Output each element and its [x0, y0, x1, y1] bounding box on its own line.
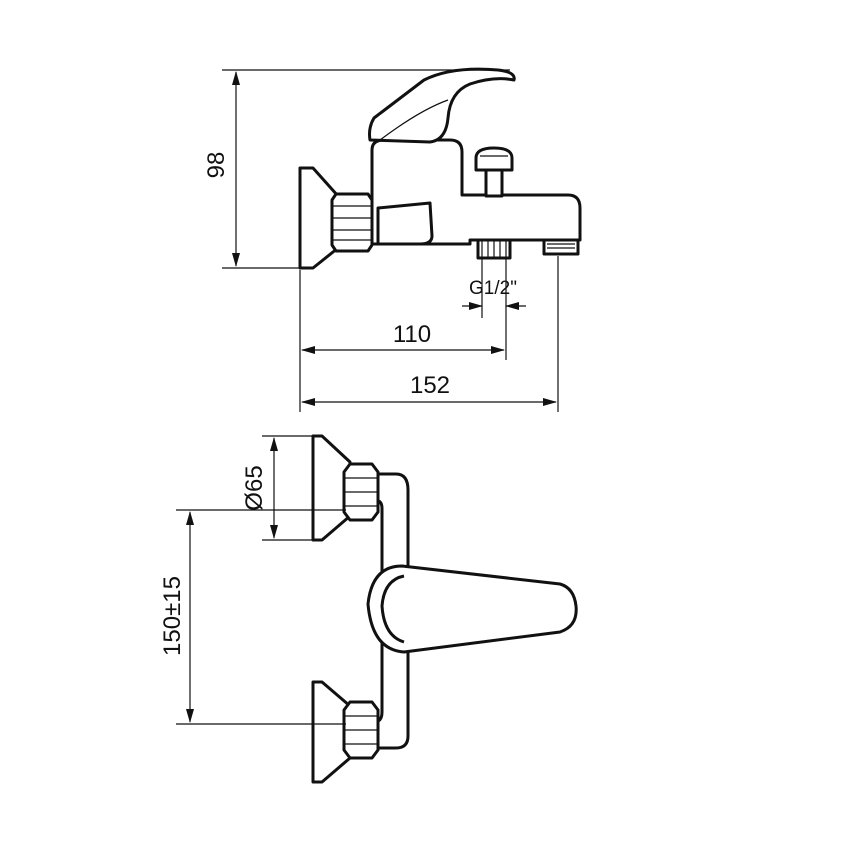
- dim-total-length-label: 152: [410, 372, 450, 399]
- side-diverter-stem: [484, 168, 504, 198]
- side-diverter-knob: [474, 146, 514, 172]
- dim-center-distance-label: 150±15: [159, 576, 186, 656]
- dim-inlet-distance: 110: [299, 270, 507, 412]
- side-lever-handle: [368, 67, 516, 144]
- dim-inlet-distance-label: 110: [393, 321, 431, 348]
- side-view: [298, 67, 582, 270]
- front-view: [311, 434, 578, 784]
- front-lever-handle: [366, 564, 578, 654]
- side-spout-outlet: [542, 238, 580, 256]
- front-bottom-arm: [372, 634, 410, 750]
- dim-height-label: 98: [203, 152, 230, 179]
- dim-total-length: 152: [301, 256, 559, 412]
- dim-flange-diameter: Ø65: [241, 435, 313, 541]
- dim-flange-diameter-label: Ø65: [241, 465, 268, 510]
- side-inlet-connector: [376, 201, 434, 246]
- dim-center-distance: 150±15: [159, 509, 346, 725]
- dim-height: 98: [203, 69, 510, 269]
- dim-thread: G1/2": [462, 258, 526, 318]
- side-hex-nut: [330, 192, 374, 253]
- dim-thread-label: G1/2": [469, 278, 517, 299]
